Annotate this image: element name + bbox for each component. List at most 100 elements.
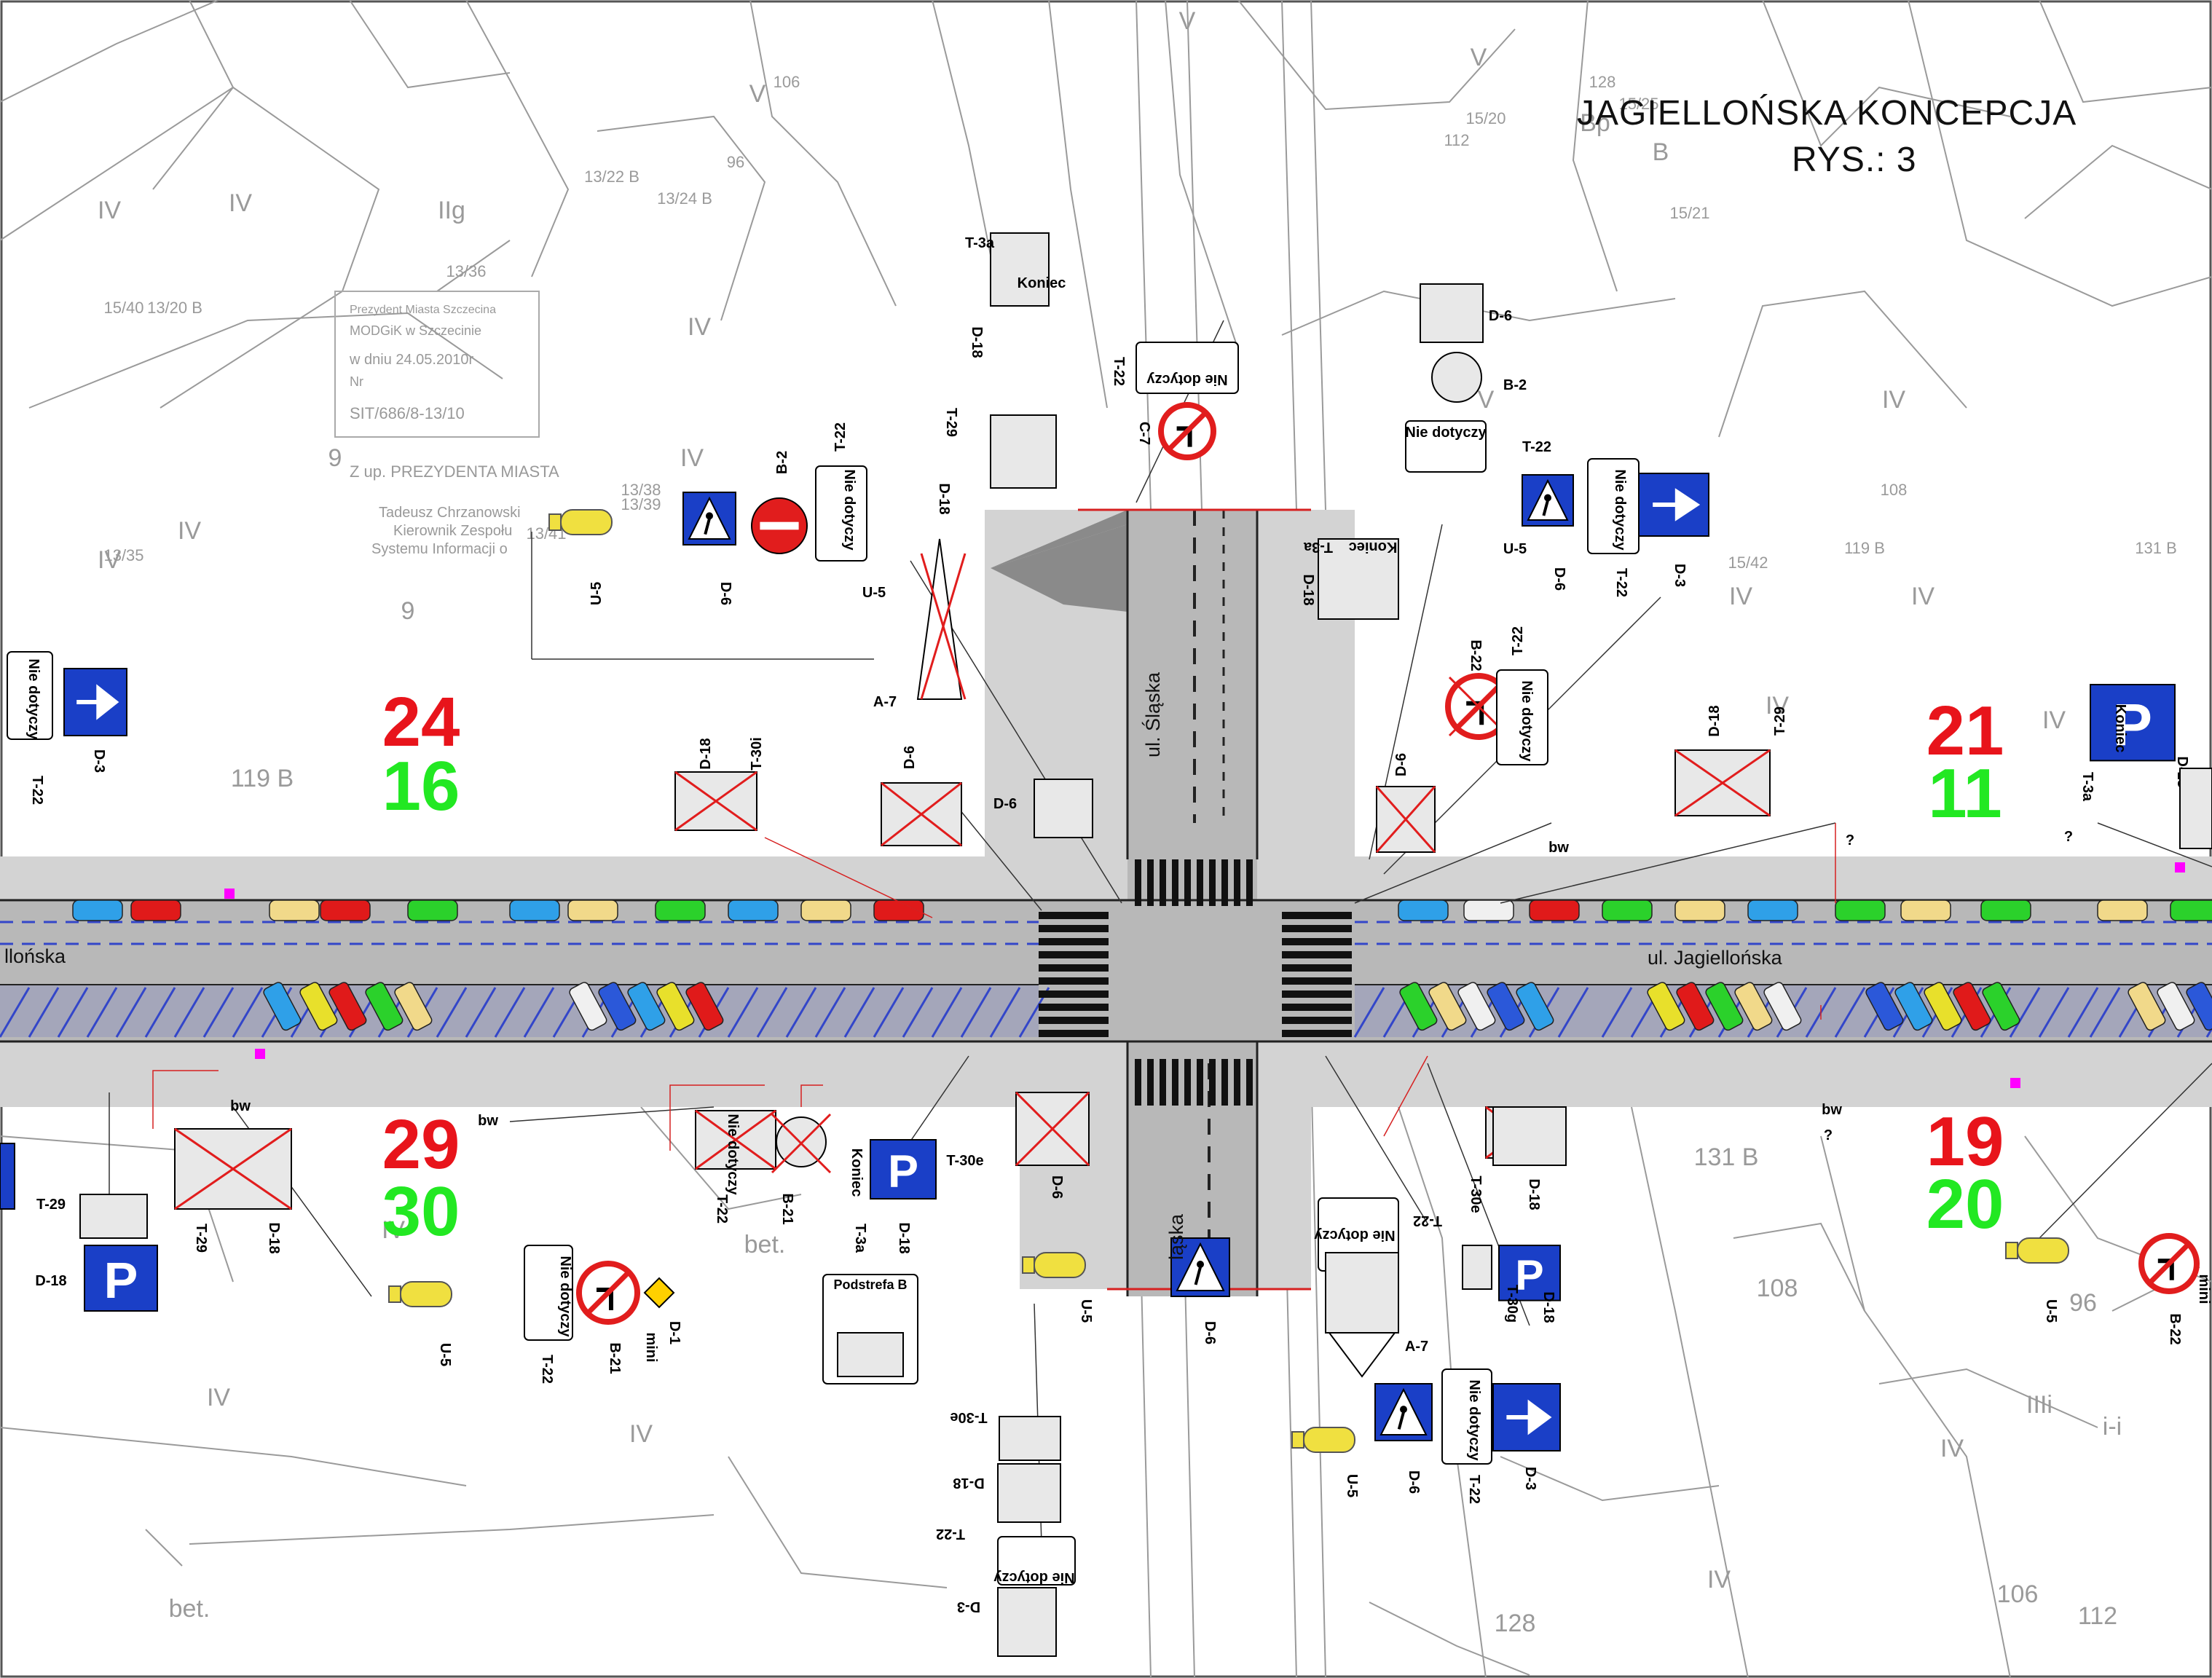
land-class-label: IV (688, 313, 711, 341)
parking-facility-sign (990, 232, 1050, 307)
parked-car (328, 982, 367, 1031)
sign-code-label: T-22 (1613, 568, 1629, 597)
parked-car (873, 899, 924, 921)
sign-code-label: T-30e (1468, 1175, 1484, 1213)
parked-car (685, 982, 724, 1031)
stamp-text: w dniu 24.05.2010r (349, 352, 473, 368)
parking-sign-grey (1318, 538, 1399, 620)
nie-dotyczy-plate (997, 1536, 1076, 1586)
sign-code-label: T-30e (946, 1153, 983, 1169)
parked-car (1676, 982, 1715, 1031)
land-class-label: IV (1766, 692, 1789, 720)
parked-car (1763, 982, 1802, 1031)
parked-car (1747, 899, 1798, 921)
parcel-number: 13/24 B (657, 189, 712, 208)
sign-code-label: D-18 (1540, 1291, 1556, 1323)
parcel-number: 131 B (2135, 539, 2177, 557)
sign-code-label: Nie dotyczy (1314, 1227, 1396, 1243)
parked-car (269, 899, 320, 921)
bollard-icon (560, 509, 613, 535)
parcel-number: 119 B (1844, 539, 1885, 557)
sign-code-label: T-3a (852, 1224, 868, 1253)
land-class-label: V (1478, 386, 1495, 414)
sign-code-label: T-3a (1303, 539, 1333, 555)
parked-car (1835, 899, 1886, 921)
sign-code-label: D-18 (1707, 705, 1723, 736)
direction-sign-grey (997, 1587, 1057, 1657)
count-ne-bottom: 11 (1928, 755, 2002, 832)
nie-dotyczy-plate (524, 1245, 573, 1341)
parked-car (1900, 899, 1951, 921)
parcel-number: 13/22 B (584, 168, 639, 186)
sign-code-label: Koniec (2112, 704, 2128, 753)
parked-car (1487, 982, 1525, 1031)
sign-code-label: D-6 (1489, 308, 1512, 324)
parked-car (1516, 982, 1554, 1031)
land-class-label: B (1653, 138, 1669, 166)
parking-sign-grey (997, 1463, 1061, 1523)
count-nw-top: 24 (382, 683, 460, 761)
bollard-icon (1303, 1427, 1355, 1453)
road-slaska-approach (991, 524, 1127, 612)
priority-road-sign (643, 1277, 675, 1309)
nie-dotyczy-plate (815, 465, 867, 562)
parked-car (598, 982, 637, 1031)
parcel-number: 96 (727, 153, 744, 171)
land-class-label: V (749, 80, 766, 108)
land-class-label: IV (2042, 706, 2066, 734)
sign-code-label: bw (230, 1098, 251, 1114)
sign-code-label: U-5 (1344, 1474, 1360, 1497)
parked-car (1399, 982, 1438, 1031)
no-vehicles-sign (1431, 352, 1482, 403)
bollard-icon (2017, 1237, 2069, 1264)
warning-triangle-sign (916, 538, 963, 700)
land-class-label: IV (98, 197, 121, 224)
parked-car (299, 982, 338, 1031)
parking-letter: P (888, 1146, 918, 1197)
sign-code-label: T-22 (833, 422, 849, 452)
count-se-bottom: 20 (1926, 1165, 2004, 1243)
parking-sign-grey (1492, 1106, 1567, 1166)
parked-car (1705, 982, 1744, 1031)
land-class-label: V (1471, 44, 1487, 71)
land-class-label: 106 (1997, 1580, 2039, 1608)
sign-code-label: Koniec (1349, 539, 1398, 555)
parked-car (1463, 899, 1514, 921)
sign-code-label: D-6 (1393, 753, 1409, 776)
sign-code-label: bw (1822, 1102, 1842, 1118)
land-class-label: IV (680, 444, 704, 472)
parcel-number: 13/36 (446, 262, 486, 280)
sign-code-label: D-6 (1406, 1470, 1422, 1494)
count-sw-bottom: 30 (382, 1173, 460, 1250)
parked-car (1980, 899, 2031, 921)
parcel-number: 106 (774, 73, 800, 91)
sign-code-label: Nie dotyczy (993, 1569, 1075, 1586)
small-sign (1462, 1245, 1492, 1290)
sign-code-label: D-18 (1300, 574, 1316, 605)
sign-code-label: Nie dotyczy (1612, 469, 1628, 551)
parked-car (1647, 982, 1685, 1031)
parked-car (1953, 982, 1991, 1031)
bollard-icon (400, 1281, 452, 1307)
land-class-label: IV (382, 1216, 405, 1244)
sign-code-label: B-21 (779, 1193, 795, 1224)
sign-code-label: U-5 (589, 582, 605, 605)
parcel-number: 13/39 (621, 495, 661, 513)
survey-markers (224, 862, 2185, 1088)
parked-car (72, 899, 123, 921)
parked-car (394, 982, 433, 1031)
street-label-jagiellonska-left: llońska (4, 945, 66, 967)
parked-car (800, 899, 851, 921)
yield-arrow-sign (1420, 283, 1484, 343)
sign-code-label: mini (643, 1332, 659, 1362)
count-sw-top: 29 (382, 1106, 460, 1183)
land-class-label: 128 (1495, 1610, 1536, 1637)
sign-code-label: ? (2064, 829, 2073, 845)
sign-code-label: T-29 (1772, 706, 1788, 736)
land-class-label: IIg (438, 197, 465, 224)
parking-sign-grey (990, 414, 1057, 489)
parked-car (1894, 982, 1933, 1031)
